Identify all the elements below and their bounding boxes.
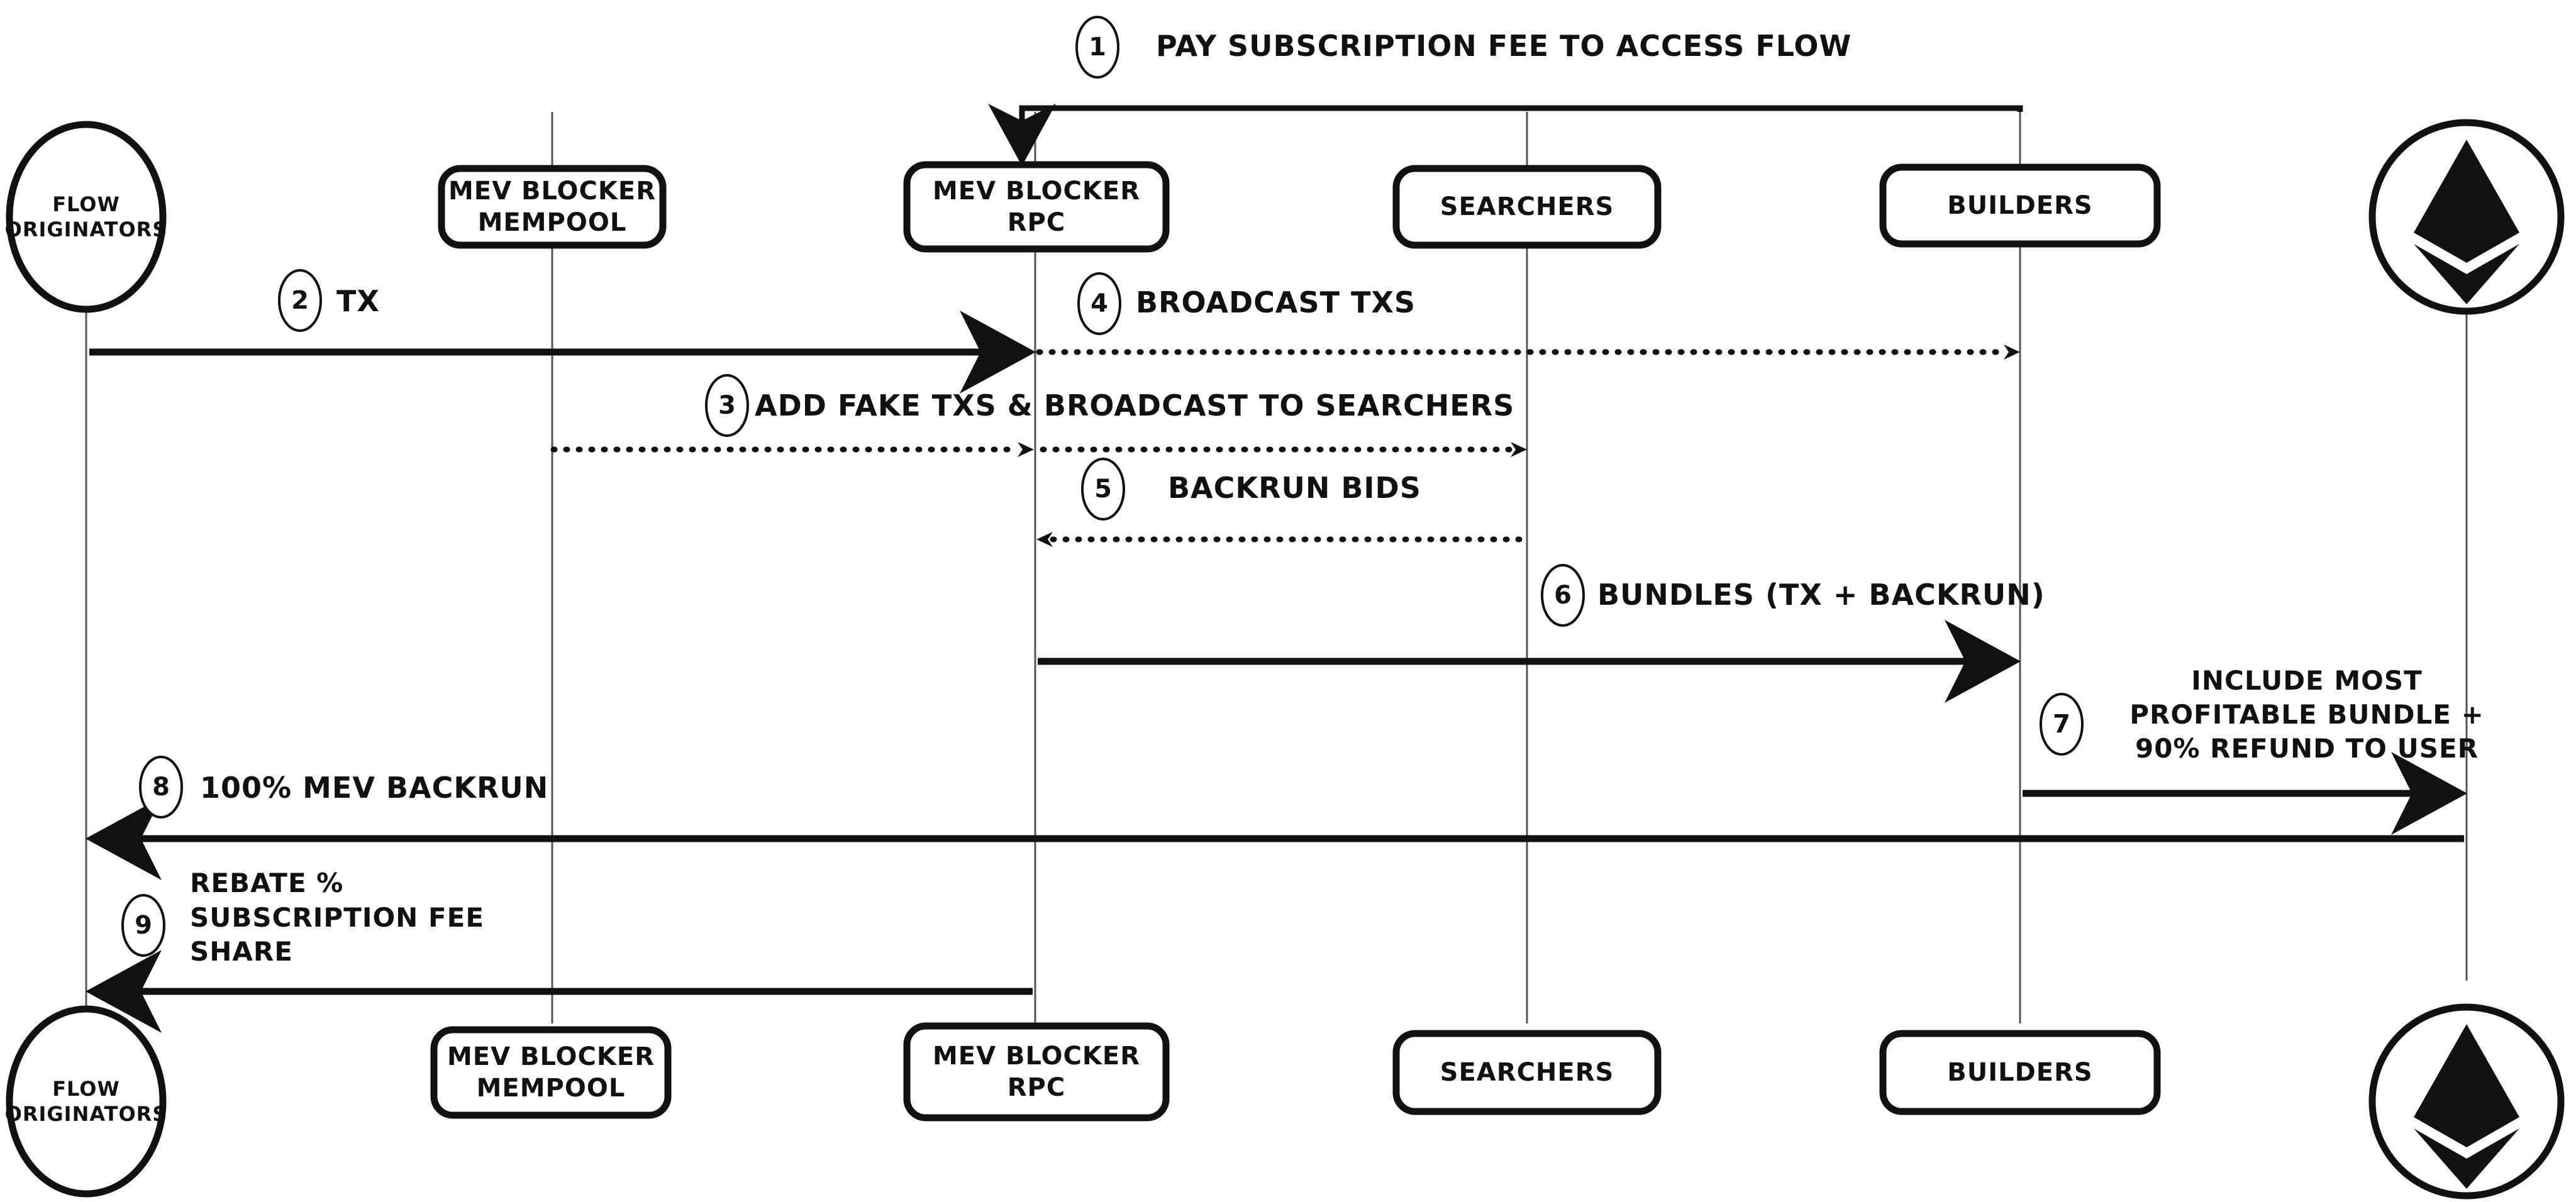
ethereum-logo-icon <box>2414 1024 2519 1189</box>
message-label-7-line-1: INCLUDE MOST <box>2191 665 2423 696</box>
message-arrow-5[interactable] <box>1036 532 1528 547</box>
node-mev-blocker-rpc-top[interactable] <box>903 161 1170 253</box>
message-label-7-line-3: 90% REFUND TO USER <box>2135 732 2479 764</box>
step-bubbles <box>121 16 2084 957</box>
node-builders-bottom[interactable] <box>1879 1030 2161 1115</box>
message-arrow-3[interactable] <box>550 442 1527 457</box>
node-mev-blocker-mempool-top[interactable] <box>438 165 667 249</box>
message-label-8: 100% MEV BACKRUN <box>200 771 549 805</box>
message-label-6: BUNDLES (TX + BACKRUN) <box>1597 578 2045 612</box>
message-label-7-line-2: PROFITABLE BUNDLE + <box>2129 698 2484 730</box>
node-searchers-bottom[interactable] <box>1392 1030 1662 1115</box>
message-label-3: ADD FAKE TXs & BROADCAST TO SEARCHERS <box>755 389 1515 422</box>
step-bubble-1 <box>1075 16 1119 79</box>
step-number-6: 6 <box>1554 581 1572 610</box>
message-label-9-line-3: SHARE <box>190 936 293 968</box>
step-bubble-8 <box>139 756 183 819</box>
message-arrow-1[interactable] <box>988 104 2023 166</box>
step-bubble-3 <box>705 374 749 437</box>
step-bubble-5 <box>1081 458 1125 521</box>
node-searchers-top[interactable] <box>1392 165 1662 249</box>
message-label-9-line-2: SUBSCRIPTION FEE <box>190 902 485 933</box>
node-mev-blocker-mempool-bottom[interactable] <box>430 1026 672 1119</box>
step-number-1: 1 <box>1089 33 1106 62</box>
node-flow-originators-top[interactable] <box>6 121 167 313</box>
message-label-7: INCLUDE MOST PROFITABLE BUNDLE + 90% REF… <box>2093 664 2521 765</box>
node-flow-originators-bottom[interactable] <box>6 1005 167 1198</box>
step-bubble-7 <box>2040 693 2084 756</box>
step-number-3: 3 <box>718 391 736 420</box>
step-bubble-4 <box>1077 272 1121 335</box>
message-label-2: TX <box>336 284 380 318</box>
message-label-5: BACKRUN BIDs <box>1168 471 1421 505</box>
step-number-4: 4 <box>1091 289 1108 318</box>
step-bubble-2 <box>278 269 322 332</box>
node-mev-blocker-rpc-bottom[interactable] <box>903 1022 1170 1122</box>
message-arrow-4[interactable] <box>1036 345 2020 360</box>
message-label-4: BROADCAST TXs <box>1136 285 1416 319</box>
message-label-9-line-1: REBATE % <box>190 868 344 898</box>
step-number-5: 5 <box>1094 475 1112 504</box>
step-bubble-6 <box>1541 564 1585 627</box>
message-label-1: PAY SUBSCRIPTION FEE TO ACCESS FLOW <box>1156 29 1852 63</box>
message-label-9: REBATE % SUBSCRIPTION FEE SHARE <box>190 866 592 969</box>
participant-shapes-bottom <box>6 1003 2565 1199</box>
step-number-7: 7 <box>2053 710 2070 739</box>
participant-shapes-top <box>6 119 2565 315</box>
node-builders-top[interactable] <box>1879 163 2161 248</box>
ethereum-logo-icon <box>2414 140 2519 304</box>
step-number-9: 9 <box>135 911 152 940</box>
step-number-2: 2 <box>291 286 309 315</box>
step-bubble-9 <box>121 894 165 957</box>
step-number-8: 8 <box>152 773 170 802</box>
